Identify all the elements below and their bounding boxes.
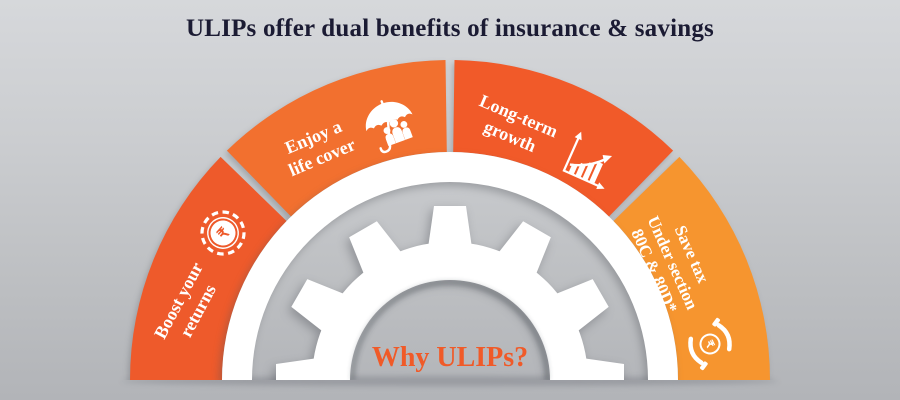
arc-segments [130,60,770,380]
inner-white-ring [222,152,678,380]
segment-life-cover [226,60,447,217]
segment-save-tax [613,156,770,380]
svg-text:₹: ₹ [702,339,716,351]
gear-icon [276,206,624,380]
segment-boost-returns [130,156,287,380]
page-title: ULIPs offer dual benefits of insurance &… [186,15,714,42]
center-question-label: Why ULIPs? [371,342,529,373]
segment-long-term-growth [453,60,674,217]
hands-rupee-coin-icon: ₹ [688,317,732,371]
bar-chart-growth-icon [562,131,613,189]
umbrella-family-icon [365,100,413,154]
gear-hole-shadow [350,280,550,380]
